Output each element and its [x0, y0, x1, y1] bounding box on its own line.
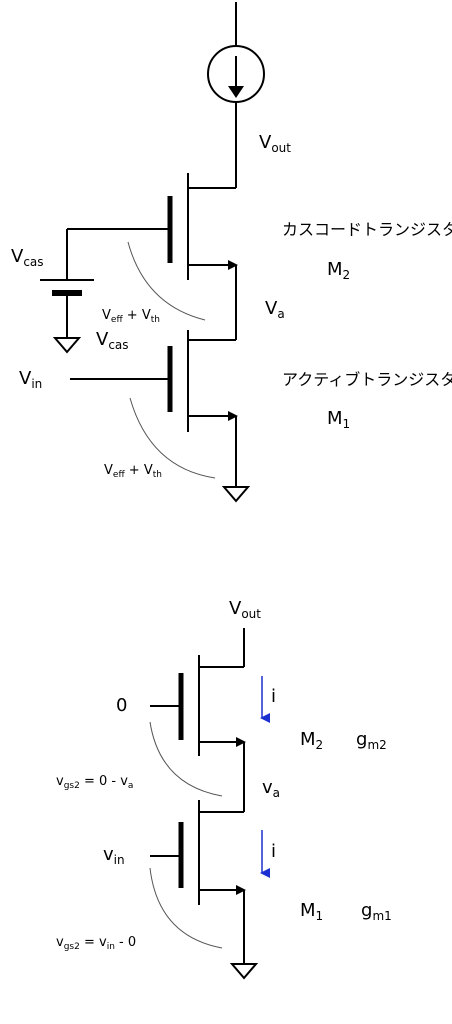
veff-vth-upper-label: Veff + Vth: [102, 308, 160, 325]
zero-input-label: 0: [116, 695, 127, 716]
vout-label: Vout: [259, 132, 291, 155]
bottom-circuit: [150, 628, 259, 980]
current-i-upper-label: i: [271, 686, 276, 707]
top-circuit: [40, 2, 265, 503]
gm1-label: gm1: [361, 900, 392, 923]
vgs-arc-upper: [127, 241, 206, 321]
vin-label: vin: [103, 844, 125, 867]
va-label: va: [262, 777, 280, 800]
active-transistor-label: アクティブトランジスタ: [282, 370, 452, 389]
ground-icon: [229, 963, 259, 980]
cascode-transistor-label: カスコードトランジスタ: [282, 220, 452, 239]
va-label: Va: [265, 298, 285, 321]
ground-icon: [52, 337, 82, 354]
vout-label: Vout: [229, 598, 261, 621]
gm2-label: gm2: [356, 729, 387, 752]
vgs-arc-lower: [129, 397, 216, 479]
vcas-label: Vcas: [11, 246, 44, 269]
vgs-arc-upper: [149, 721, 223, 797]
current-source-arrow-icon: [228, 86, 244, 98]
current-i-lower-label: i: [271, 841, 276, 862]
vin-label: Vin: [19, 368, 42, 391]
vgs2-lower-equation: vgs2 = vin - 0: [56, 935, 136, 952]
vcas-below-label: Vcas: [96, 329, 129, 352]
m2-label: M2: [300, 729, 323, 752]
m1-label: M1: [327, 408, 350, 431]
ground-icon: [221, 486, 251, 503]
vgs2-upper-equation: vgs2 = 0 - va: [56, 774, 133, 791]
veff-vth-lower-label: Veff + Vth: [104, 463, 162, 480]
m1-label: M1: [300, 900, 323, 923]
vgs-arc-lower: [149, 867, 223, 949]
m2-label: M2: [327, 259, 350, 282]
